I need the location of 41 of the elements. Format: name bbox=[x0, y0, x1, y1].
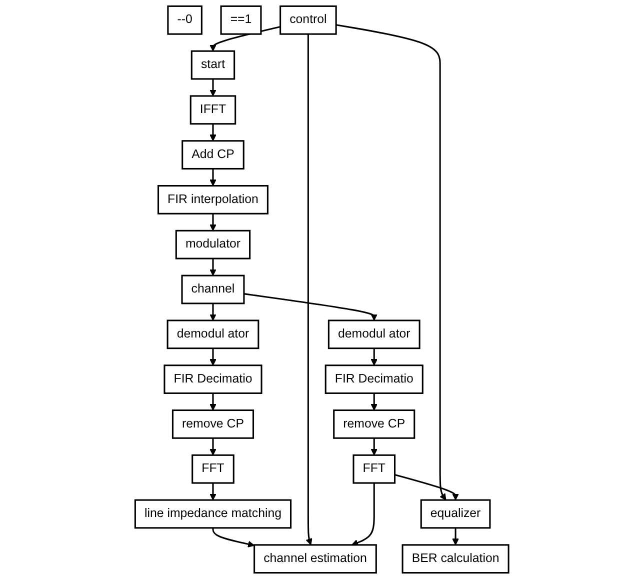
node-box: FFT bbox=[191, 454, 234, 484]
node-box: FIR interpolation bbox=[157, 185, 268, 214]
arrow bbox=[370, 438, 378, 456]
arrow bbox=[370, 348, 378, 366]
arrow bbox=[209, 124, 216, 142]
arrow bbox=[209, 214, 216, 231]
node-box: FFT bbox=[352, 454, 396, 484]
node-box: IFFT bbox=[189, 95, 236, 125]
node-box: channel bbox=[180, 274, 244, 304]
arrow bbox=[243, 293, 378, 321]
arrow bbox=[305, 34, 312, 546]
arrow bbox=[336, 24, 446, 500]
node-box: Add CP bbox=[181, 140, 244, 170]
node-box: FIR Decimatio bbox=[324, 364, 424, 394]
node-box: control bbox=[279, 5, 336, 35]
arrow bbox=[209, 393, 216, 411]
node-box: demodul ator bbox=[166, 320, 259, 350]
node-box: demodul ator bbox=[328, 320, 420, 350]
arrow bbox=[351, 483, 375, 546]
node-box: start bbox=[190, 50, 235, 80]
node-box: equalizer bbox=[420, 499, 490, 529]
arrow bbox=[209, 438, 216, 456]
arrow bbox=[212, 528, 254, 548]
arrow bbox=[209, 258, 216, 276]
node-box: --0 bbox=[166, 5, 202, 35]
arrow bbox=[370, 393, 378, 411]
node-box: modulator bbox=[175, 230, 250, 260]
node-box: remove CP bbox=[332, 409, 415, 439]
arrow bbox=[209, 483, 216, 500]
arrow bbox=[394, 474, 459, 500]
arrow bbox=[209, 348, 216, 366]
node-box: line impedance matching bbox=[134, 499, 292, 529]
node-box: remove CP bbox=[172, 409, 254, 439]
node-box: FIR Decimatio bbox=[163, 364, 262, 394]
node-box: ==1 bbox=[220, 5, 262, 35]
node-box: BER calculation bbox=[401, 544, 509, 574]
arrow bbox=[209, 78, 216, 96]
arrow bbox=[209, 303, 216, 321]
arrow bbox=[452, 528, 459, 546]
arrow bbox=[209, 168, 216, 186]
node-box: channel estimation bbox=[253, 544, 377, 574]
